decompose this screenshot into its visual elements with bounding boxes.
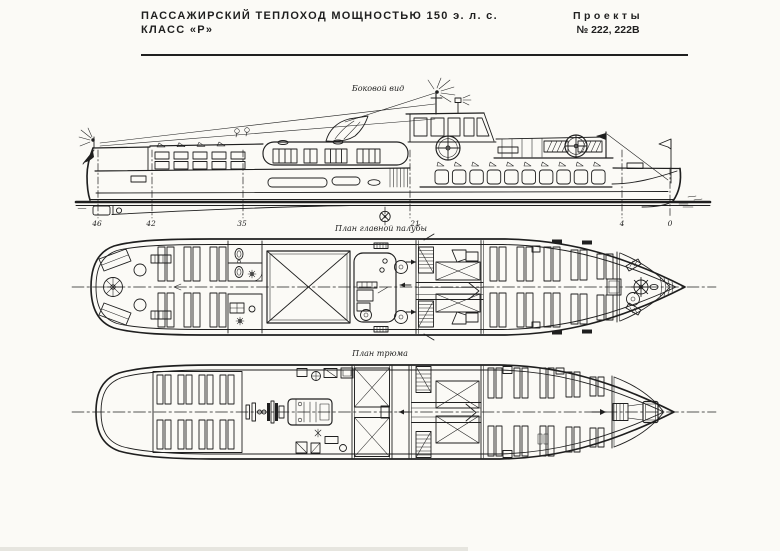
toilet-block <box>227 240 263 334</box>
frame-label: 35 <box>237 219 247 228</box>
scan-shadow-edge <box>0 547 468 551</box>
title-line-1: ПАССАЖИРСКИЙ ТЕПЛОХОД МОЩНОСТЬЮ 150 э. л… <box>141 10 498 22</box>
stern-helm <box>103 277 123 297</box>
signal-horn <box>454 94 472 114</box>
promenade-railing <box>493 131 614 159</box>
midship-deckhouse <box>262 139 409 166</box>
main-engine <box>287 398 333 426</box>
forward-saloon-benches <box>489 239 614 335</box>
bow-chain-locker <box>591 375 664 449</box>
hold-plan: План трюма <box>71 349 717 460</box>
frame-label: 21 <box>409 219 420 228</box>
hull-outline <box>90 238 686 336</box>
side-view-label: Боковой вид <box>351 84 404 93</box>
light-symbol <box>247 269 257 279</box>
frame-label: 46 <box>91 219 102 228</box>
aft-saloon <box>149 141 264 170</box>
propeller-shaft <box>245 400 285 424</box>
title-line-2: КЛАСС «Р» <box>141 24 214 36</box>
frame-label: 0 <box>668 219 673 228</box>
post-flag <box>596 133 606 140</box>
engine-casing <box>353 252 397 323</box>
forward-hold-benches <box>487 366 605 458</box>
aft-hold-saloon <box>152 371 243 453</box>
exhaust-fairing <box>325 115 369 142</box>
hold-plan-label: План трюма <box>351 349 408 358</box>
life-float <box>577 140 603 153</box>
projects-numbers: № 222, 222В <box>576 24 640 36</box>
hull-side-details <box>95 167 669 194</box>
bow-pennant <box>658 138 672 150</box>
life-float <box>543 140 569 153</box>
engine-skylight <box>266 250 351 324</box>
light-symbol <box>235 316 245 326</box>
document-title: ПАССАЖИРСКИЙ ТЕПЛОХОД МОЩНОСТЬЮ 150 э. л… <box>141 9 498 37</box>
waterline <box>74 199 712 206</box>
frame-label: 42 <box>145 219 156 228</box>
stairway <box>415 366 432 393</box>
stairway <box>405 300 434 328</box>
side-view: Боковой вид <box>74 77 712 228</box>
hull-inner-line <box>100 369 665 455</box>
stairway <box>415 431 432 458</box>
wheelhouse <box>405 112 497 143</box>
stern-light-and-flag <box>78 127 95 165</box>
main-deck-plan-label: План главной палубы <box>334 224 427 233</box>
header-rule <box>141 54 688 56</box>
bulwark-inner-line <box>95 244 677 330</box>
foredeck-bow <box>606 133 682 208</box>
mast-and-light <box>427 77 456 115</box>
project-numbers-block: Проекты № 222, 222В <box>556 9 660 37</box>
entrance-vestibule <box>399 233 484 341</box>
frame-label: 4 <box>619 219 625 228</box>
anchor-windlass <box>631 277 659 297</box>
rudder-propeller <box>77 195 703 216</box>
antenna-insulators <box>234 127 250 138</box>
stairway <box>405 246 434 274</box>
hull-outline <box>95 364 675 460</box>
aft-saloon-benches <box>157 246 227 328</box>
lifebuoy <box>435 135 461 161</box>
vent-grille <box>373 242 389 333</box>
bow-deck-machinery <box>606 251 674 323</box>
frame-lines: 46 42 35 21 4 0 <box>91 149 673 228</box>
forward-saloon-windows <box>419 161 613 188</box>
auxiliary-machinery <box>295 367 354 454</box>
hold-vestibule <box>398 365 484 459</box>
fuel-tanks <box>351 365 393 459</box>
projects-label: Проекты <box>572 10 644 22</box>
propeller-symbol <box>379 206 391 226</box>
main-deck-plan: План главной палубы <box>71 224 717 341</box>
lifebuoy <box>564 134 588 158</box>
